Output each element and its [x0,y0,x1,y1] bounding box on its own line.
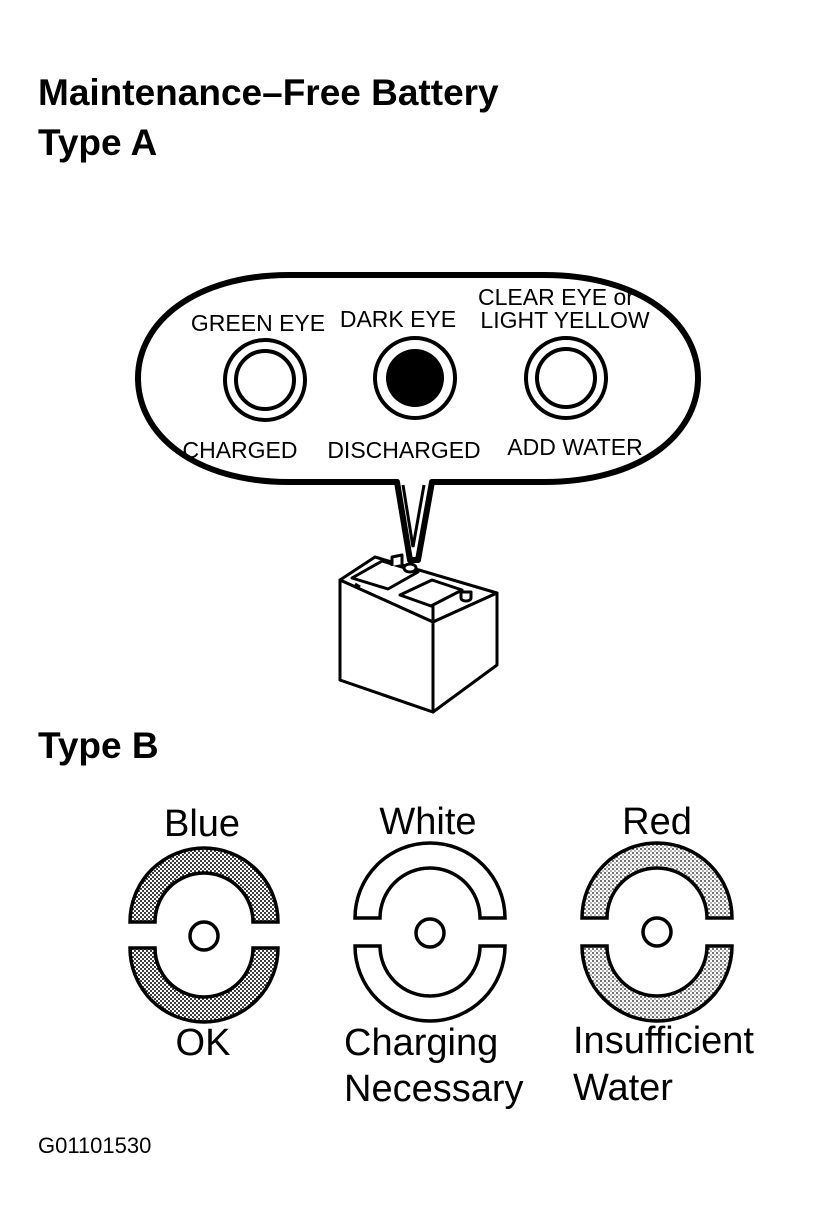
insufficient-label-line2: Water [573,1067,673,1109]
ok-label: OK [176,1022,231,1064]
clear-eye-icon [524,336,608,420]
clear-eye-label-line1: CLEAR EYE or [478,284,634,310]
insufficient-label-line1: Insufficient [573,1020,754,1062]
clear-eye-label-line2: LIGHT YELLOW [480,307,649,333]
white-charging-indicator-icon [353,841,507,1023]
type-a-heading: Type A [38,122,158,163]
dark-eye-icon [373,336,457,420]
callout-pointer-inner [401,484,426,548]
page-title: Maintenance–Free Battery [38,72,499,113]
charging-label-line1: Charging [344,1022,498,1064]
discharged-label: DISCHARGED [327,437,480,463]
green-eye-icon [223,338,307,422]
white-label: White [379,801,476,843]
blue-label: Blue [164,803,240,845]
dark-eye-label: DARK EYE [340,306,456,332]
red-label: Red [622,801,692,843]
blue-ok-indicator-icon [128,846,280,1024]
type-b-heading: Type B [38,725,159,766]
battery-icon [338,553,499,714]
add-water-label: ADD WATER [507,434,642,460]
red-water-indicator-icon [580,841,734,1023]
green-eye-label: GREEN EYE [191,310,325,336]
charged-label: CHARGED [182,437,297,463]
figure-code: G01101530 [38,1133,152,1158]
charging-label-line2: Necessary [344,1068,524,1110]
